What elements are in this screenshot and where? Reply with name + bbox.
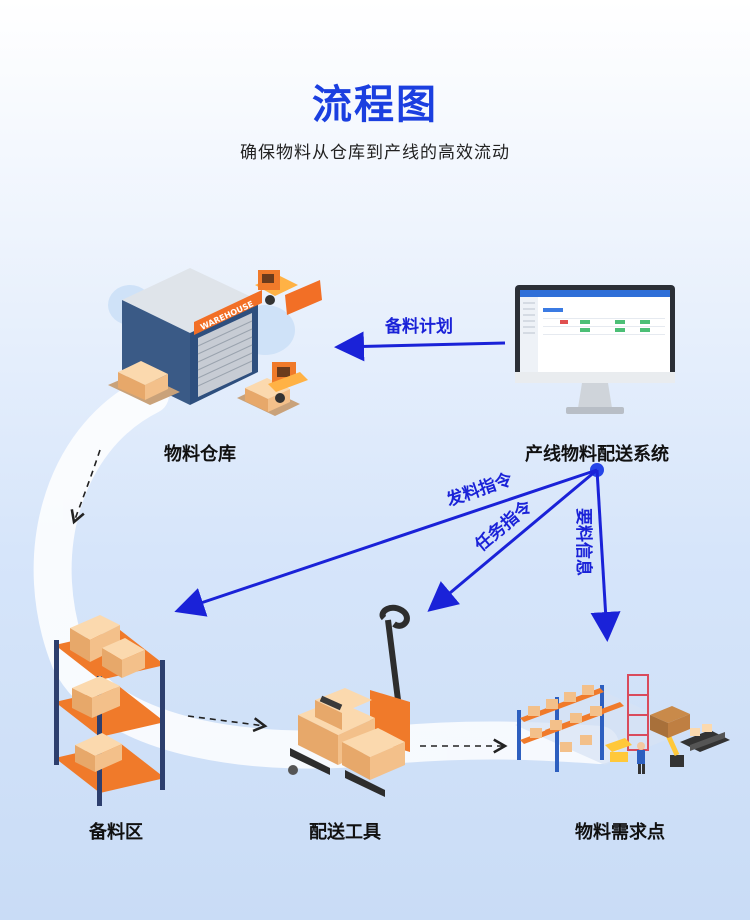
arrow-issue [174,468,598,617]
dashed-arrow-warehouse-to-staging [70,449,101,525]
node-label-system: 产线物料配送系统 [525,444,669,465]
worker-icon [637,742,645,774]
forklift-icon [255,270,322,315]
pallet-jack-illustration [288,604,410,797]
dashed-arrow-staging-to-tool [187,715,268,733]
edge-label-plan: 备料计划 [384,316,453,337]
arrow-request [590,469,621,642]
monitor-illustration [515,285,675,414]
demand-point-illustration [515,674,730,774]
edge-label-issue: 发料指令 [443,468,516,511]
warehouse-illustration: WAREHOUSE [108,268,322,416]
forklift-icon [268,362,308,403]
node-label-tool: 配送工具 [309,822,381,843]
page-subtitle: 确保物料从仓库到产线的高效流动 [240,143,510,163]
edge-label-request: 要料信息 [573,508,594,576]
page-title: 流程图 [312,82,438,128]
node-label-staging: 备料区 [89,822,143,843]
node-label-warehouse: 物料仓库 [164,444,236,465]
arrow-task [427,468,598,612]
node-label-demand: 物料需求点 [575,822,665,843]
arrow-plan [334,331,506,362]
shelf-illustration [54,615,165,806]
